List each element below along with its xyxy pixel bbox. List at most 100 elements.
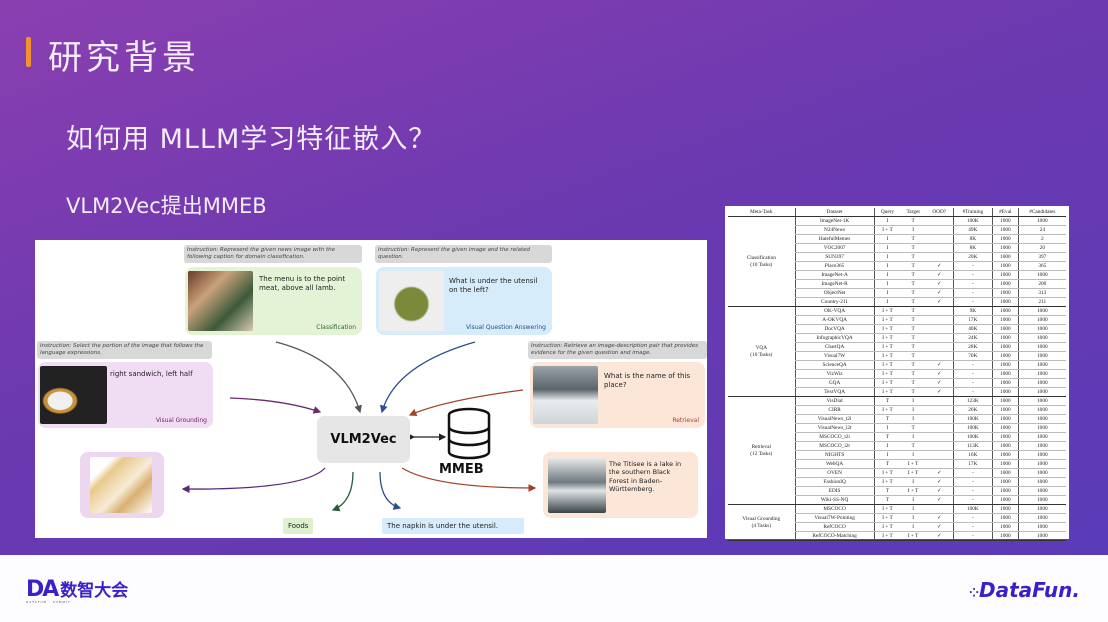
- column-header: Query: [873, 208, 901, 218]
- table-cell: I: [873, 450, 901, 461]
- table-cell: 1000: [992, 234, 1019, 245]
- table-cell: 1000: [1017, 459, 1066, 470]
- table-cell: A-OKVQA: [794, 315, 875, 326]
- table-cell: I: [900, 450, 926, 461]
- table-cell: 211: [1017, 297, 1066, 308]
- column-header: #Candidates: [1017, 208, 1066, 218]
- table-cell: T: [900, 288, 926, 299]
- table-cell: 1000: [992, 315, 1019, 326]
- table-cell: ✓: [925, 486, 954, 497]
- table-cell: 28K: [952, 342, 993, 353]
- point-text: VLM2Vec提出MMEB: [66, 194, 267, 218]
- table-cell: I: [900, 405, 926, 416]
- table-cell: 1000: [1017, 477, 1066, 488]
- table-cell: I + T: [873, 225, 901, 236]
- table-cell: 1000: [1017, 414, 1066, 425]
- table-cell: RefCOCO: [794, 522, 875, 533]
- plate-image: [379, 271, 444, 331]
- table-cell: I + T: [873, 468, 901, 479]
- table-cell: 1000: [1017, 531, 1066, 542]
- grounding-label: Visual Grounding: [155, 417, 207, 425]
- table-cell: 40K: [952, 324, 993, 335]
- table-cell: VisualNews_i2t: [794, 423, 875, 434]
- table-cell: 1000: [1017, 360, 1066, 371]
- table-cell: 1000: [1017, 315, 1066, 326]
- question-heading: 如何用 MLLM学习特征嵌入？: [66, 124, 437, 155]
- table-cell: T: [900, 423, 926, 434]
- table-cell: T: [900, 324, 926, 335]
- table-cell: I + T: [873, 387, 901, 398]
- table-cell: MSCOCO_i2t: [794, 441, 875, 452]
- table-cell: ImageNet-1K: [794, 216, 875, 227]
- table-cell: I: [900, 396, 926, 407]
- table-cell: T: [873, 495, 901, 506]
- table-cell: 1000: [1017, 432, 1066, 443]
- table-cell: I + T: [873, 351, 901, 362]
- table-cell: InfographicVQA: [794, 333, 875, 344]
- table-cell: 1000: [1017, 486, 1066, 497]
- table-cell: ObjectNet: [794, 288, 875, 299]
- mmeb-label: MMEB: [439, 462, 484, 477]
- table-cell: 1000: [992, 423, 1019, 434]
- lake-text: The Titisee is a lake in the southern Bl…: [609, 460, 682, 494]
- table-cell: I: [873, 216, 901, 227]
- table-cell: 1000: [992, 360, 1019, 371]
- table-cell: -: [952, 486, 993, 497]
- table-cell: -: [952, 261, 993, 272]
- table-cell: I: [900, 225, 926, 236]
- table-cell: ScienceQA: [794, 360, 875, 371]
- table-cell: T: [900, 441, 926, 452]
- meta-task-cell: Visual Grounding (4 Tasks): [728, 504, 796, 542]
- retrieval-text: What is the name of this place?: [604, 372, 690, 390]
- table-cell: DocVQA: [794, 324, 875, 335]
- table-cell: Visual7W-Pointing: [794, 513, 875, 524]
- table-cell: ✓: [925, 378, 954, 389]
- table-cell: 1000: [1017, 342, 1066, 353]
- table-cell: 1000: [1017, 324, 1066, 335]
- table-cell: I: [873, 234, 901, 245]
- table-cell: 1000: [1017, 504, 1066, 515]
- classification-label: Classification: [316, 324, 356, 332]
- meta-task-cell: VQA (10 Tasks): [728, 306, 796, 398]
- table-cell: 1000: [992, 378, 1019, 389]
- meta-task-cell: Retrieval (12 Tasks): [728, 396, 796, 506]
- table-cell: 1000: [992, 486, 1019, 497]
- table-cell: I: [873, 288, 901, 299]
- table-cell: 313: [1017, 288, 1066, 299]
- table-cell: T: [900, 216, 926, 227]
- arrow-classification: [275, 341, 362, 414]
- table-cell: I: [900, 432, 926, 443]
- table-cell: I + T: [873, 306, 901, 317]
- table-cell: I + T: [873, 504, 901, 515]
- table-cell: I + T: [873, 369, 901, 380]
- table-cell: 397: [1017, 252, 1066, 263]
- table-cell: GQA: [794, 378, 875, 389]
- table-cell: 1000: [992, 279, 1019, 290]
- table-cell: 20: [1017, 243, 1066, 254]
- table-cell: OVEN: [794, 468, 875, 479]
- table-cell: ✓: [925, 270, 954, 281]
- diagram-arrows: [181, 341, 537, 512]
- table-cell: ✓: [925, 522, 954, 533]
- table-cell: EDIS: [794, 486, 875, 497]
- table-cell: T: [900, 378, 926, 389]
- table-cell: [925, 342, 954, 353]
- table-cell: 1000: [992, 396, 1019, 407]
- bread-card: [80, 452, 164, 518]
- table-cell: 1000: [992, 333, 1019, 344]
- table-cell: T: [873, 396, 901, 407]
- table-cell: ✓: [925, 513, 954, 524]
- vqa-text: What is under the utensil on the left?: [449, 277, 538, 295]
